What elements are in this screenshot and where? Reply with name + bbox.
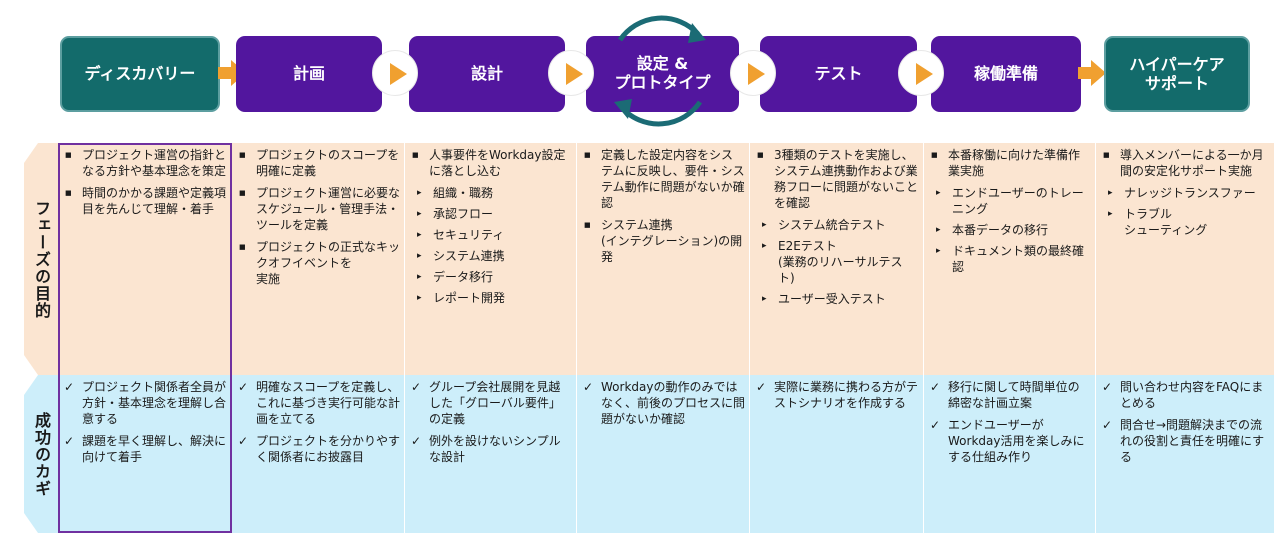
- sub-bullet-item: ナレッジトランスファー: [1102, 185, 1270, 201]
- sub-bullet-item: レポート開発: [411, 290, 572, 306]
- purpose-cell-configure: 定義した設定内容をシステムに反映し、要件・システム動作に問題がないか確認システム…: [577, 143, 750, 375]
- bullet-item: 本番稼働に向けた準備作業実施: [930, 147, 1091, 179]
- purpose-cell-planning: プロジェクトのスコープを明確に定義プロジェクト運営に必要なスケジュール・管理手法…: [232, 143, 405, 375]
- sub-bullet-item: システム統合テスト: [756, 217, 919, 233]
- sub-bullet-item: 承認フロー: [411, 206, 572, 222]
- play-icon: [548, 50, 594, 96]
- phase-planning: 計画: [236, 36, 382, 112]
- keys-cell-discovery: プロジェクト関係者全員が方針・基本理念を理解し合意する課題を早く理解し、解決に向…: [58, 375, 232, 533]
- bullet-item: 定義した設定内容をシステムに反映し、要件・システム動作に問題がないか確認: [583, 147, 745, 211]
- row-label-keys-text: 成功のカギ: [32, 411, 51, 497]
- key-point-item: 例外を設けないシンプルな設計: [411, 433, 572, 465]
- sub-bullet-item: セキュリティ: [411, 227, 572, 243]
- purpose-cell-discovery: プロジェクト運営の指針となる方針や基本理念を策定時間のかかる課題や定義項目を先ん…: [58, 143, 232, 375]
- key-point-item: プロジェクト関係者全員が方針・基本理念を理解し合意する: [64, 379, 227, 427]
- sub-bullet-item: E2Eテスト (業務のリハーサルテスト): [756, 238, 919, 286]
- bullet-item: プロジェクト運営に必要なスケジュール・管理手法・ツールを定義: [238, 185, 400, 233]
- cycle-arrows-icon: [614, 15, 706, 127]
- key-point-item: エンドユーザーがWorkday活用を楽しみにする仕組み作り: [930, 417, 1091, 465]
- bullet-item: システム連携 (インテグレーション)の開発: [583, 217, 745, 265]
- key-point-item: Workdayの動作のみではなく、前後のプロセスに問題がないか確認: [583, 379, 745, 427]
- key-point-item: 移行に関して時間単位の綿密な計画立案: [930, 379, 1091, 411]
- play-icon: [898, 50, 944, 96]
- sub-bullet-item: エンドユーザーのトレーニング: [930, 185, 1091, 217]
- key-point-item: 明確なスコープを定義し、これに基づき実行可能な計画を立てる: [238, 379, 400, 427]
- bullet-item: 3種類のテストを実施し、システム連携動作および業務フローに問題がないことを確認: [756, 147, 919, 211]
- row-label-purpose-text: フェーズの目的: [32, 199, 51, 319]
- sub-bullet-item: 本番データの移行: [930, 222, 1091, 238]
- key-point-item: 問い合わせ内容をFAQにまとめる: [1102, 379, 1270, 411]
- purpose-row: プロジェクト運営の指針となる方針や基本理念を策定時間のかかる課題や定義項目を先ん…: [58, 143, 1274, 375]
- row-label-keys: 成功のカギ: [24, 375, 58, 533]
- sub-bullet-item: システム連携: [411, 248, 572, 264]
- phase-hypercare-support: ハイパーケア サポート: [1104, 36, 1250, 112]
- phase-deployment-prep: 稼働準備: [931, 36, 1081, 112]
- keys-cell-configure: Workdayの動作のみではなく、前後のプロセスに問題がないか確認: [577, 375, 750, 533]
- bullet-item: プロジェクトのスコープを明確に定義: [238, 147, 400, 179]
- bullet-item: 人事要件をWorkday設定に落とし込む: [411, 147, 572, 179]
- purpose-cell-design: 人事要件をWorkday設定に落とし込む組織・職務承認フローセキュリティシステム…: [405, 143, 577, 375]
- purpose-cell-deployment: 本番稼働に向けた準備作業実施エンドユーザーのトレーニング本番データの移行ドキュメ…: [924, 143, 1096, 375]
- sub-bullet-item: データ移行: [411, 269, 572, 285]
- sub-bullet-item: トラブル シューティング: [1102, 206, 1270, 238]
- arrow-right-icon: [1078, 60, 1106, 86]
- play-icon: [372, 50, 418, 96]
- row-label-purpose: フェーズの目的: [24, 143, 58, 375]
- arrow-right-icon: [218, 60, 246, 86]
- keys-cell-test: 実際に業務に携わる方がテストシナリオを作成する: [750, 375, 924, 533]
- phase-test: テスト: [760, 36, 917, 112]
- key-point-item: プロジェクトを分かりやすく関係者にお披露目: [238, 433, 400, 465]
- keys-row: プロジェクト関係者全員が方針・基本理念を理解し合意する課題を早く理解し、解決に向…: [58, 375, 1274, 533]
- phase-configure-prototype: 設定 & プロトタイプ: [586, 36, 739, 112]
- bullet-item: プロジェクトの正式なキックオフイベントを 実施: [238, 239, 400, 287]
- purpose-cell-hypercare: 導入メンバーによる一か月間の安定化サポート実施ナレッジトランスファートラブル シ…: [1096, 143, 1274, 375]
- sub-bullet-item: ユーザー受入テスト: [756, 291, 919, 307]
- bullet-item: 時間のかかる課題や定義項目を先んじて理解・着手: [64, 185, 227, 217]
- keys-cell-deployment: 移行に関して時間単位の綿密な計画立案エンドユーザーがWorkday活用を楽しみに…: [924, 375, 1096, 533]
- play-icon: [730, 50, 776, 96]
- key-point-item: 問合せ→問題解決までの流れの役割と責任を明確にする: [1102, 417, 1270, 465]
- key-point-item: グループ会社展開を見越した「グローバル要件」の定義: [411, 379, 572, 427]
- keys-cell-design: グループ会社展開を見越した「グローバル要件」の定義例外を設けないシンプルな設計: [405, 375, 577, 533]
- sub-bullet-item: ドキュメント類の最終確認: [930, 243, 1091, 275]
- bullet-item: プロジェクト運営の指針となる方針や基本理念を策定: [64, 147, 227, 179]
- key-point-item: 実際に業務に携わる方がテストシナリオを作成する: [756, 379, 919, 411]
- purpose-cell-test: 3種類のテストを実施し、システム連携動作および業務フローに問題がないことを確認シ…: [750, 143, 924, 375]
- bullet-item: 導入メンバーによる一か月間の安定化サポート実施: [1102, 147, 1270, 179]
- sub-bullet-item: 組織・職務: [411, 185, 572, 201]
- key-point-item: 課題を早く理解し、解決に向けて着手: [64, 433, 227, 465]
- phase-design: 設計: [409, 36, 565, 112]
- keys-cell-planning: 明確なスコープを定義し、これに基づき実行可能な計画を立てるプロジェクトを分かりや…: [232, 375, 405, 533]
- keys-cell-hypercare: 問い合わせ内容をFAQにまとめる問合せ→問題解決までの流れの役割と責任を明確にす…: [1096, 375, 1274, 533]
- phase-discovery: ディスカバリー: [60, 36, 220, 112]
